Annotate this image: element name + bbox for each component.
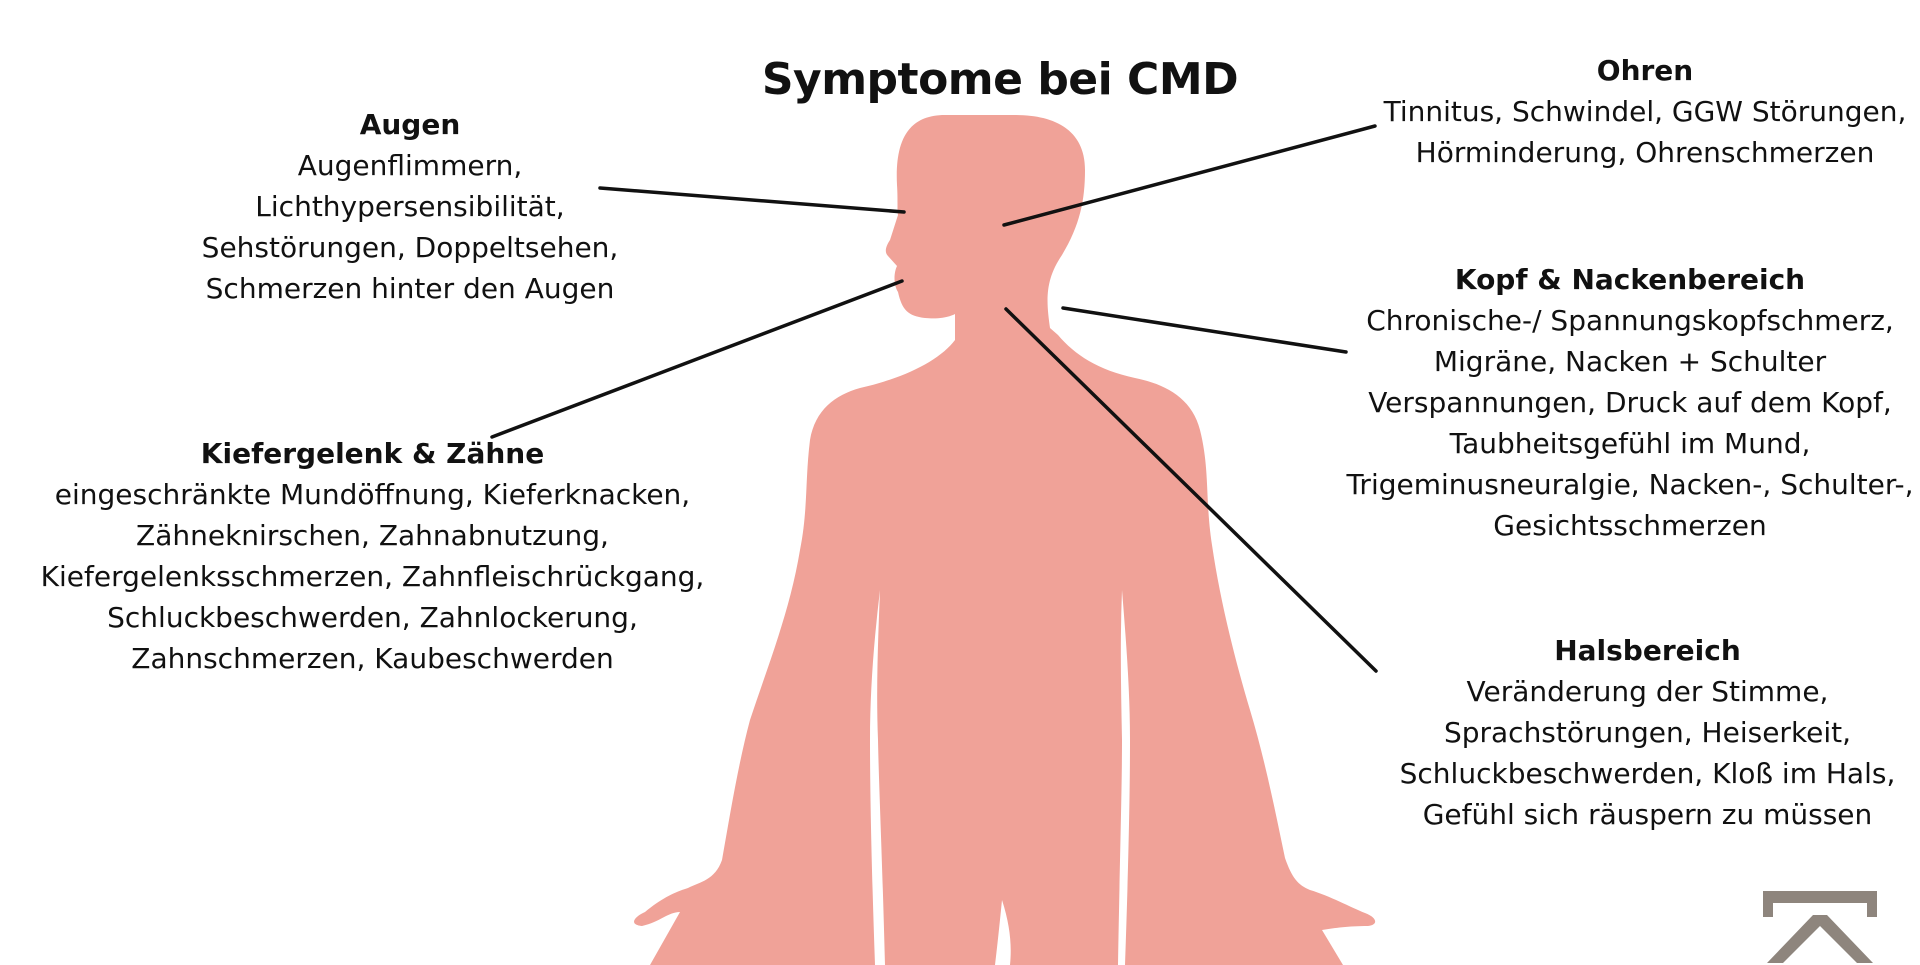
symptom-line: Sprachstörungen, Heiserkeit, (1443, 716, 1852, 749)
symptom-line: Schmerzen hinter den Augen (205, 272, 615, 305)
logo-top-bar (1763, 891, 1877, 903)
pointer-line-ohren (1002, 124, 1377, 227)
symptom-heading-kopf: Kopf & Nackenbereich (1454, 263, 1806, 296)
symptom-line: Veränderung der Stimme, (1466, 675, 1829, 708)
symptom-line: Augenflimmern, (297, 149, 523, 182)
left-arm-gap (870, 590, 885, 965)
symptom-line: Zähneknirschen, Zahnabnutzung, (136, 519, 609, 552)
body-shape (634, 115, 1376, 965)
symptom-line: Hörminderung, Ohrenschmerzen (1415, 136, 1875, 169)
symptom-line: Migräne, Nacken + Schulter (1433, 345, 1827, 378)
symptom-group-kiefer: Kiefergelenk & Zähne eingeschränkte Mund… (20, 433, 725, 679)
symptom-heading-ohren: Ohren (1596, 54, 1694, 87)
symptom-line: Trigeminusneuralgie, Nacken-, Schulter-, (1346, 468, 1914, 501)
pointer-lines (490, 124, 1378, 673)
symptom-heading-hals: Halsbereich (1554, 634, 1741, 667)
symptom-line: Zahnschmerzen, Kaubeschwerden (131, 642, 614, 675)
symptom-line: Schluckbeschwerden, Zahnlockerung, (107, 601, 638, 634)
symptom-line: Taubheitsgefühl im Mund, (1449, 427, 1811, 460)
pointer-line-hals (1004, 307, 1378, 673)
symptom-line: eingeschränkte Mundöffnung, Kieferknacke… (54, 478, 691, 511)
body-silhouette (634, 115, 1376, 965)
pointer-line-kiefer (490, 279, 904, 439)
symptom-group-kopf: Kopf & Nackenbereich Chronische-/ Spannu… (1340, 259, 1920, 546)
symptom-line: Sehstörungen, Doppeltsehen, (201, 231, 619, 264)
symptom-group-ohren: Ohren Tinnitus, Schwindel, GGW Störungen… (1370, 50, 1920, 173)
logo-chevron (1767, 915, 1873, 963)
logo-left-post (1763, 891, 1773, 917)
symptom-group-hals: Halsbereich Veränderung der Stimme, Spra… (1375, 630, 1920, 835)
pointer-line-kopf (1061, 306, 1348, 354)
right-arm-gap (1118, 590, 1130, 965)
symptom-line: Chronische-/ Spannungskopfschmerz, (1366, 304, 1894, 337)
symptom-line: Schluckbeschwerden, Kloß im Hals, (1399, 757, 1896, 790)
symptom-line: Gesichtsschmerzen (1493, 509, 1767, 542)
symptom-line: Lichthypersensibilität, (255, 190, 565, 223)
symptom-heading-kiefer: Kiefergelenk & Zähne (200, 437, 545, 470)
symptom-line: Tinnitus, Schwindel, GGW Störungen, (1383, 95, 1907, 128)
logo-right-post (1867, 891, 1877, 917)
symptom-line: Verspannungen, Druck auf dem Kopf, (1368, 386, 1892, 419)
symptom-line: Kiefergelenksschmerzen, Zahnfleischrückg… (40, 560, 705, 593)
pointer-line-augen (598, 186, 906, 214)
symptom-line: Gefühl sich räuspern zu müssen (1422, 798, 1873, 831)
symptom-heading-augen: Augen (359, 108, 461, 141)
symptom-group-augen: Augen Augenflimmern, Lichthypersensibili… (160, 104, 660, 309)
brand-logo (1763, 891, 1877, 963)
page-title: Symptome bei CMD (761, 54, 1239, 105)
